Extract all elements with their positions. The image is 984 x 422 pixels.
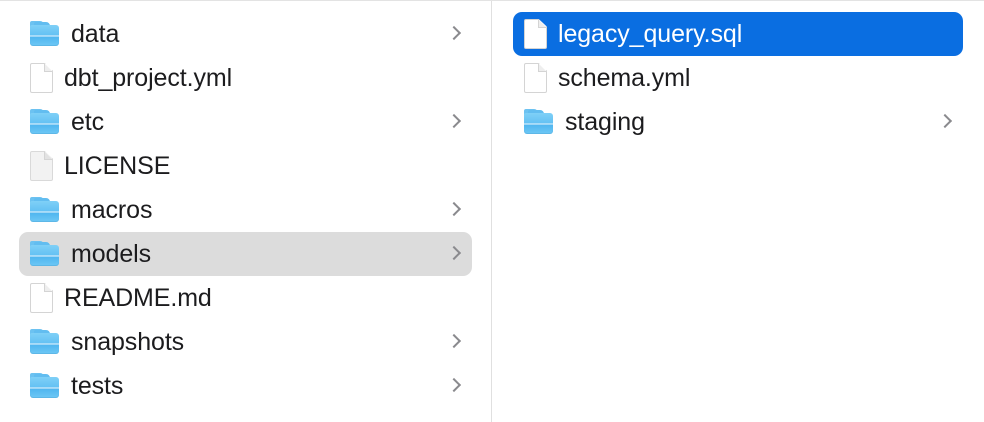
file-column-two: legacy_query.sql schema.yml staging — [491, 1, 984, 422]
chevron-right-icon[interactable] — [449, 333, 460, 351]
file-row-schema-yml[interactable]: schema.yml — [513, 56, 963, 100]
file-row-label: etc — [71, 108, 105, 136]
file-row-label: dbt_project.yml — [64, 64, 233, 92]
file-row-macros[interactable]: macros — [19, 188, 472, 232]
file-row-license[interactable]: LICENSE — [19, 144, 472, 188]
folder-icon — [29, 241, 60, 267]
folder-icon — [29, 21, 60, 47]
file-row-label: tests — [71, 372, 124, 400]
chevron-right-icon[interactable] — [449, 245, 460, 263]
file-row-label: schema.yml — [558, 64, 691, 92]
file-row-label: data — [71, 20, 120, 48]
file-row-label: snapshots — [71, 328, 185, 356]
folder-icon — [523, 109, 554, 135]
file-row-models[interactable]: models — [19, 232, 472, 276]
file-row-label: staging — [565, 108, 645, 136]
file-row-label: macros — [71, 196, 153, 224]
document-icon — [29, 283, 53, 313]
chevron-right-icon[interactable] — [449, 201, 460, 219]
file-row-legacy-query-sql[interactable]: legacy_query.sql — [513, 12, 963, 56]
folder-icon — [29, 329, 60, 355]
folder-icon — [29, 197, 60, 223]
file-row-label: legacy_query.sql — [558, 20, 743, 48]
file-row-readme-md[interactable]: README.md — [19, 276, 472, 320]
chevron-right-icon[interactable] — [449, 113, 460, 131]
file-row-snapshots[interactable]: snapshots — [19, 320, 472, 364]
chevron-right-icon[interactable] — [449, 25, 460, 43]
file-row-label: LICENSE — [64, 152, 171, 180]
file-row-data[interactable]: data — [19, 12, 472, 56]
file-row-etc[interactable]: etc — [19, 100, 472, 144]
document-icon — [523, 19, 547, 49]
chevron-right-icon[interactable] — [940, 113, 951, 131]
folder-icon — [29, 109, 60, 135]
file-row-dbt-project-yml[interactable]: dbt_project.yml — [19, 56, 472, 100]
file-row-tests[interactable]: tests — [19, 364, 472, 408]
file-row-label: models — [71, 240, 151, 268]
file-row-label: README.md — [64, 284, 212, 312]
document-icon — [29, 151, 53, 181]
document-icon — [523, 63, 547, 93]
folder-icon — [29, 373, 60, 399]
chevron-right-icon[interactable] — [449, 377, 460, 395]
document-icon — [29, 63, 53, 93]
file-row-staging[interactable]: staging — [513, 100, 963, 144]
